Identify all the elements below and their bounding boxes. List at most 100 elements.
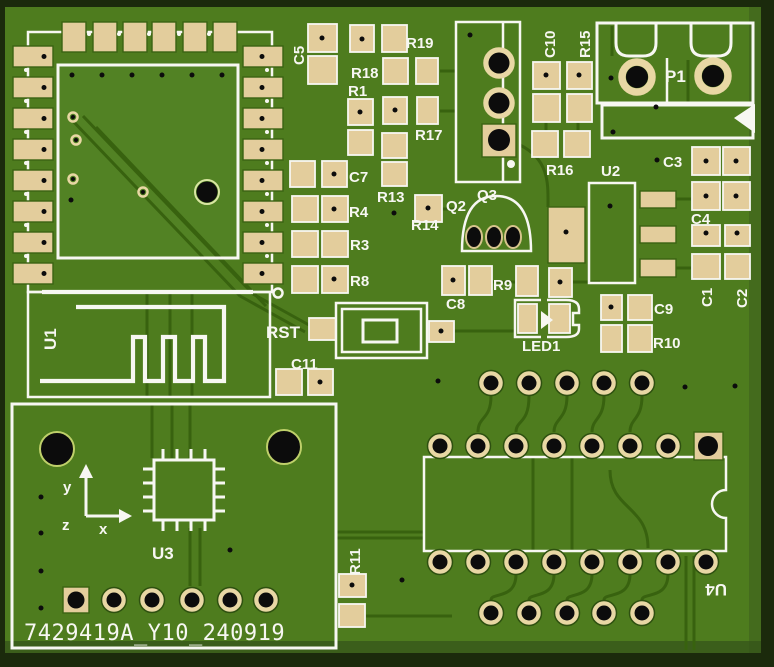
label-c2: C2	[734, 289, 751, 308]
plated-hole	[559, 605, 575, 621]
reset-button-footprint	[308, 301, 455, 360]
p1-hole	[702, 65, 724, 87]
plated-hole	[622, 438, 638, 454]
r1-pad	[347, 129, 374, 156]
module-u1-antenna	[26, 287, 284, 399]
u4-pin1-hole	[698, 436, 718, 456]
via-dot	[703, 158, 709, 164]
via-dot	[38, 494, 44, 500]
plated-hole	[546, 554, 562, 570]
plated-hole	[508, 438, 524, 454]
p1-outline	[595, 21, 755, 105]
c1-pad	[691, 253, 721, 280]
r19-pad	[381, 24, 408, 53]
u2-pin-pad	[639, 190, 677, 209]
r10-pad	[627, 324, 653, 353]
copper-trace	[565, 573, 594, 601]
fiducial-dot	[69, 72, 75, 78]
u2-tab-pad	[547, 206, 586, 264]
label-c9: C9	[654, 301, 673, 318]
label-r1: R1	[348, 83, 367, 100]
r18-pad	[382, 57, 409, 85]
plated-hole	[521, 605, 537, 621]
rst-pad-left	[308, 317, 337, 341]
p1-hole-ring	[694, 57, 732, 95]
pad-dot	[259, 240, 265, 245]
via-hole	[71, 177, 75, 181]
label-rst: RST	[266, 323, 301, 342]
copper-trace	[628, 395, 644, 433]
plated-hole	[432, 438, 448, 454]
board-id-text: 7429419A_Y10_240919	[24, 621, 285, 646]
u2-footprint	[547, 181, 677, 285]
copper-trace	[68, 116, 242, 298]
q2-pad	[414, 194, 443, 223]
copper-trace	[519, 143, 550, 208]
pad-dot	[41, 209, 47, 214]
mount-hole	[266, 429, 302, 465]
pad-dot	[259, 54, 265, 59]
label-r10: R10	[653, 335, 681, 352]
via-dot	[608, 304, 614, 310]
fiducial-dot	[159, 72, 165, 78]
module-outline	[10, 402, 338, 650]
via-dot	[359, 36, 365, 42]
antenna-meander-trace	[40, 304, 227, 384]
label-q2: Q2	[446, 198, 466, 215]
fiducial-dot	[219, 72, 225, 78]
plated-hole	[546, 438, 562, 454]
plated-hole	[222, 592, 238, 608]
via-ring	[67, 111, 79, 123]
via-dot	[227, 547, 233, 553]
via-dot	[733, 193, 739, 199]
label-c8: C8	[446, 296, 465, 313]
via-dots	[38, 32, 740, 611]
silk-dot	[24, 130, 28, 134]
hole-ring	[483, 47, 515, 79]
pad-dot	[41, 178, 47, 183]
p1-hole-ring	[618, 58, 656, 96]
plated-hole	[508, 554, 524, 570]
copper-trace	[640, 573, 670, 601]
q3-connector-outline	[454, 20, 522, 184]
copper-trace	[608, 469, 650, 549]
silk-dot	[117, 32, 121, 36]
label-u2: U2	[601, 163, 620, 180]
via-dot	[38, 605, 44, 611]
r10-pad	[600, 324, 623, 353]
led1-pad	[517, 303, 538, 334]
p1-notch	[614, 23, 658, 58]
via-dot	[331, 171, 337, 177]
silk-dot	[265, 161, 269, 165]
chip-pad-left	[12, 138, 54, 161]
r13-pad	[381, 161, 408, 187]
board-right-bevel	[749, 7, 761, 653]
button-outline-outer	[334, 301, 429, 360]
r18-pad	[415, 57, 439, 85]
label-q3: Q3	[477, 187, 497, 204]
label-axis-x: x	[99, 521, 108, 538]
plated-hole	[470, 438, 486, 454]
chip-pad-top	[151, 21, 177, 53]
label-p1: P1	[665, 67, 686, 86]
chip-footprint	[12, 21, 284, 294]
u4-dip-footprint	[422, 431, 728, 553]
via-dot	[399, 577, 405, 583]
plated-hole	[584, 554, 600, 570]
header-square-pad-drill	[67, 591, 85, 609]
to92-hole	[485, 225, 503, 249]
label-led1: LED1	[522, 338, 560, 355]
pin1-dot-marker	[507, 160, 515, 168]
pad-dot	[41, 271, 47, 276]
via-dot	[576, 72, 582, 78]
copper-trace	[590, 395, 606, 433]
via-dot	[331, 276, 337, 282]
label-c11: C11	[291, 356, 318, 373]
via-dot	[732, 383, 738, 389]
silk-dot	[24, 254, 28, 258]
silk-dot	[87, 32, 91, 36]
chip-pad-top	[61, 21, 87, 53]
chip-pad-left	[12, 107, 54, 130]
copper-trace	[602, 573, 632, 601]
u4-outline	[422, 455, 728, 553]
